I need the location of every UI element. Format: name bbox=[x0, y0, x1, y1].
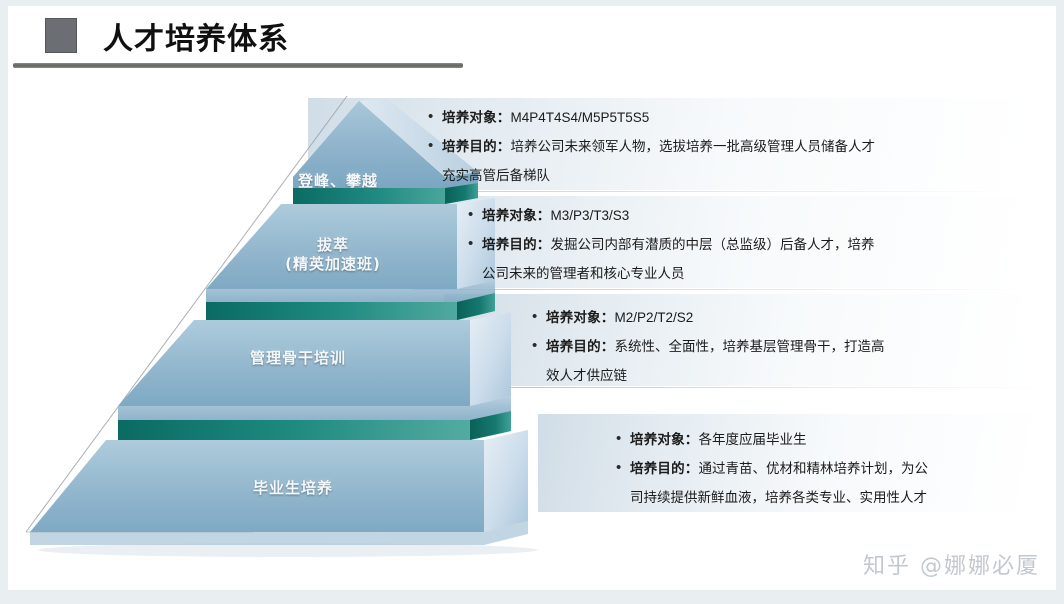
level-3-purpose-value: 系统性、全面性，培养基层管理骨干，打造高 bbox=[614, 339, 885, 354]
level-3-purpose-continued: 效人才供应链 bbox=[546, 368, 627, 383]
level-3-details: • 培养对象：M2/P2/T2/S2 • 培养目的：系统性、全面性，培养基层管理… bbox=[532, 306, 1042, 387]
level-4-details: • 培养对象：各年度应届毕业生 • 培养目的：通过青苗、优材和精林培养计划，为公… bbox=[616, 428, 1046, 509]
level-1-audience-label: 培养对象： bbox=[442, 110, 511, 126]
title-divider bbox=[13, 63, 463, 68]
slide-canvas: 人才培养体系 bbox=[8, 6, 1056, 590]
text-band-divider-2 bbox=[412, 289, 1042, 290]
pyramid-label-level-4: 毕业生培养 bbox=[252, 479, 333, 497]
level-4-audience-row: • 培养对象：各年度应届毕业生 bbox=[616, 428, 1046, 452]
level-1-audience-row: • 培养对象：M4P4T4S4/M5P5T5S5 bbox=[428, 106, 1028, 130]
bullet-dot-icon: • bbox=[468, 206, 474, 223]
bullet-dot-icon: • bbox=[532, 308, 538, 325]
bullet-dot-icon: • bbox=[428, 137, 434, 154]
text-band-divider-3 bbox=[508, 387, 1048, 388]
pyramid-label-level-1: 登峰、攀越 bbox=[297, 172, 378, 190]
level-1-purpose-continued: 充实高管后备梯队 bbox=[442, 168, 550, 183]
level-3-purpose-row: • 培养目的：系统性、全面性，培养基层管理骨干，打造高 bbox=[532, 335, 1042, 359]
level-2-audience-row: • 培养对象：M3/P3/T3/S3 bbox=[468, 204, 1038, 228]
level-3-audience-label: 培养对象： bbox=[546, 310, 615, 326]
pyramid-graphic bbox=[25, 95, 538, 557]
pyramid-label-level-2-line1: 拔萃 bbox=[316, 236, 349, 254]
level-2-audience-value: M3/P3/T3/S3 bbox=[550, 208, 630, 223]
level-4-audience-label: 培养对象： bbox=[630, 432, 699, 448]
bullet-dot-icon: • bbox=[532, 337, 538, 354]
pyramid-stage: 登峰、攀越 拔萃 (精英加速班) 管理骨干培训 毕业生培养 • 培养对象：M4P… bbox=[8, 84, 1056, 590]
bullet-dot-icon: • bbox=[616, 459, 622, 476]
level-2-purpose-continued: 公司未来的管理者和核心专业人员 bbox=[482, 266, 685, 281]
level-2-purpose-row: • 培养目的：发掘公司内部有潜质的中层（总监级）后备人才，培养 bbox=[468, 233, 1038, 257]
bullet-dot-icon: • bbox=[616, 430, 622, 447]
pyramid-label-level-3: 管理骨干培训 bbox=[249, 349, 346, 367]
level-1-purpose-label: 培养目的： bbox=[442, 139, 511, 155]
zhihu-watermark: 知乎 @娜娜必厦 bbox=[863, 554, 1040, 579]
level-3-purpose-label: 培养目的： bbox=[546, 339, 615, 355]
bullet-dot-icon: • bbox=[468, 235, 474, 252]
level-2-purpose-value: 发掘公司内部有潜质的中层（总监级）后备人才，培养 bbox=[550, 237, 875, 252]
slide-header: 人才培养体系 bbox=[8, 6, 1056, 84]
level-4-audience-value: 各年度应届毕业生 bbox=[698, 432, 807, 447]
text-band-divider-1 bbox=[324, 191, 1024, 192]
level-1-audience-value: M4P4T4S4/M5P5T5S5 bbox=[510, 110, 650, 125]
level-4-purpose-row: • 培养目的：通过青苗、优材和精林培养计划，为公 bbox=[616, 457, 1046, 481]
level-4-purpose-value: 通过青苗、优材和精林培养计划，为公 bbox=[698, 461, 929, 476]
level-1-purpose-value: 培养公司未来领军人物，选拔培养一批高级管理人员储备人才 bbox=[510, 139, 876, 154]
level-1-purpose-row: • 培养目的：培养公司未来领军人物，选拔培养一批高级管理人员储备人才 bbox=[428, 135, 1028, 159]
level-4-purpose-label: 培养目的： bbox=[630, 461, 699, 477]
pyramid-label-level-2-line2: (精英加速班) bbox=[285, 255, 381, 273]
level-1-details: • 培养对象：M4P4T4S4/M5P5T5S5 • 培养目的：培养公司未来领军… bbox=[428, 106, 1028, 187]
level-2-purpose-label: 培养目的： bbox=[482, 237, 551, 253]
level-2-details: • 培养对象：M3/P3/T3/S3 • 培养目的：发掘公司内部有潜质的中层（总… bbox=[468, 204, 1038, 285]
page-title: 人才培养体系 bbox=[103, 22, 289, 57]
pyramid-label-level-2: 拔萃 (精英加速班) bbox=[238, 236, 428, 274]
title-bullet-square bbox=[45, 18, 77, 53]
bullet-dot-icon: • bbox=[428, 108, 434, 125]
level-3-audience-row: • 培养对象：M2/P2/T2/S2 bbox=[532, 306, 1042, 330]
level-3-audience-value: M2/P2/T2/S2 bbox=[614, 310, 694, 325]
level-2-audience-label: 培养对象： bbox=[482, 208, 551, 224]
level-4-purpose-continued: 司持续提供新鲜血液，培养各类专业、实用性人才 bbox=[630, 490, 927, 505]
